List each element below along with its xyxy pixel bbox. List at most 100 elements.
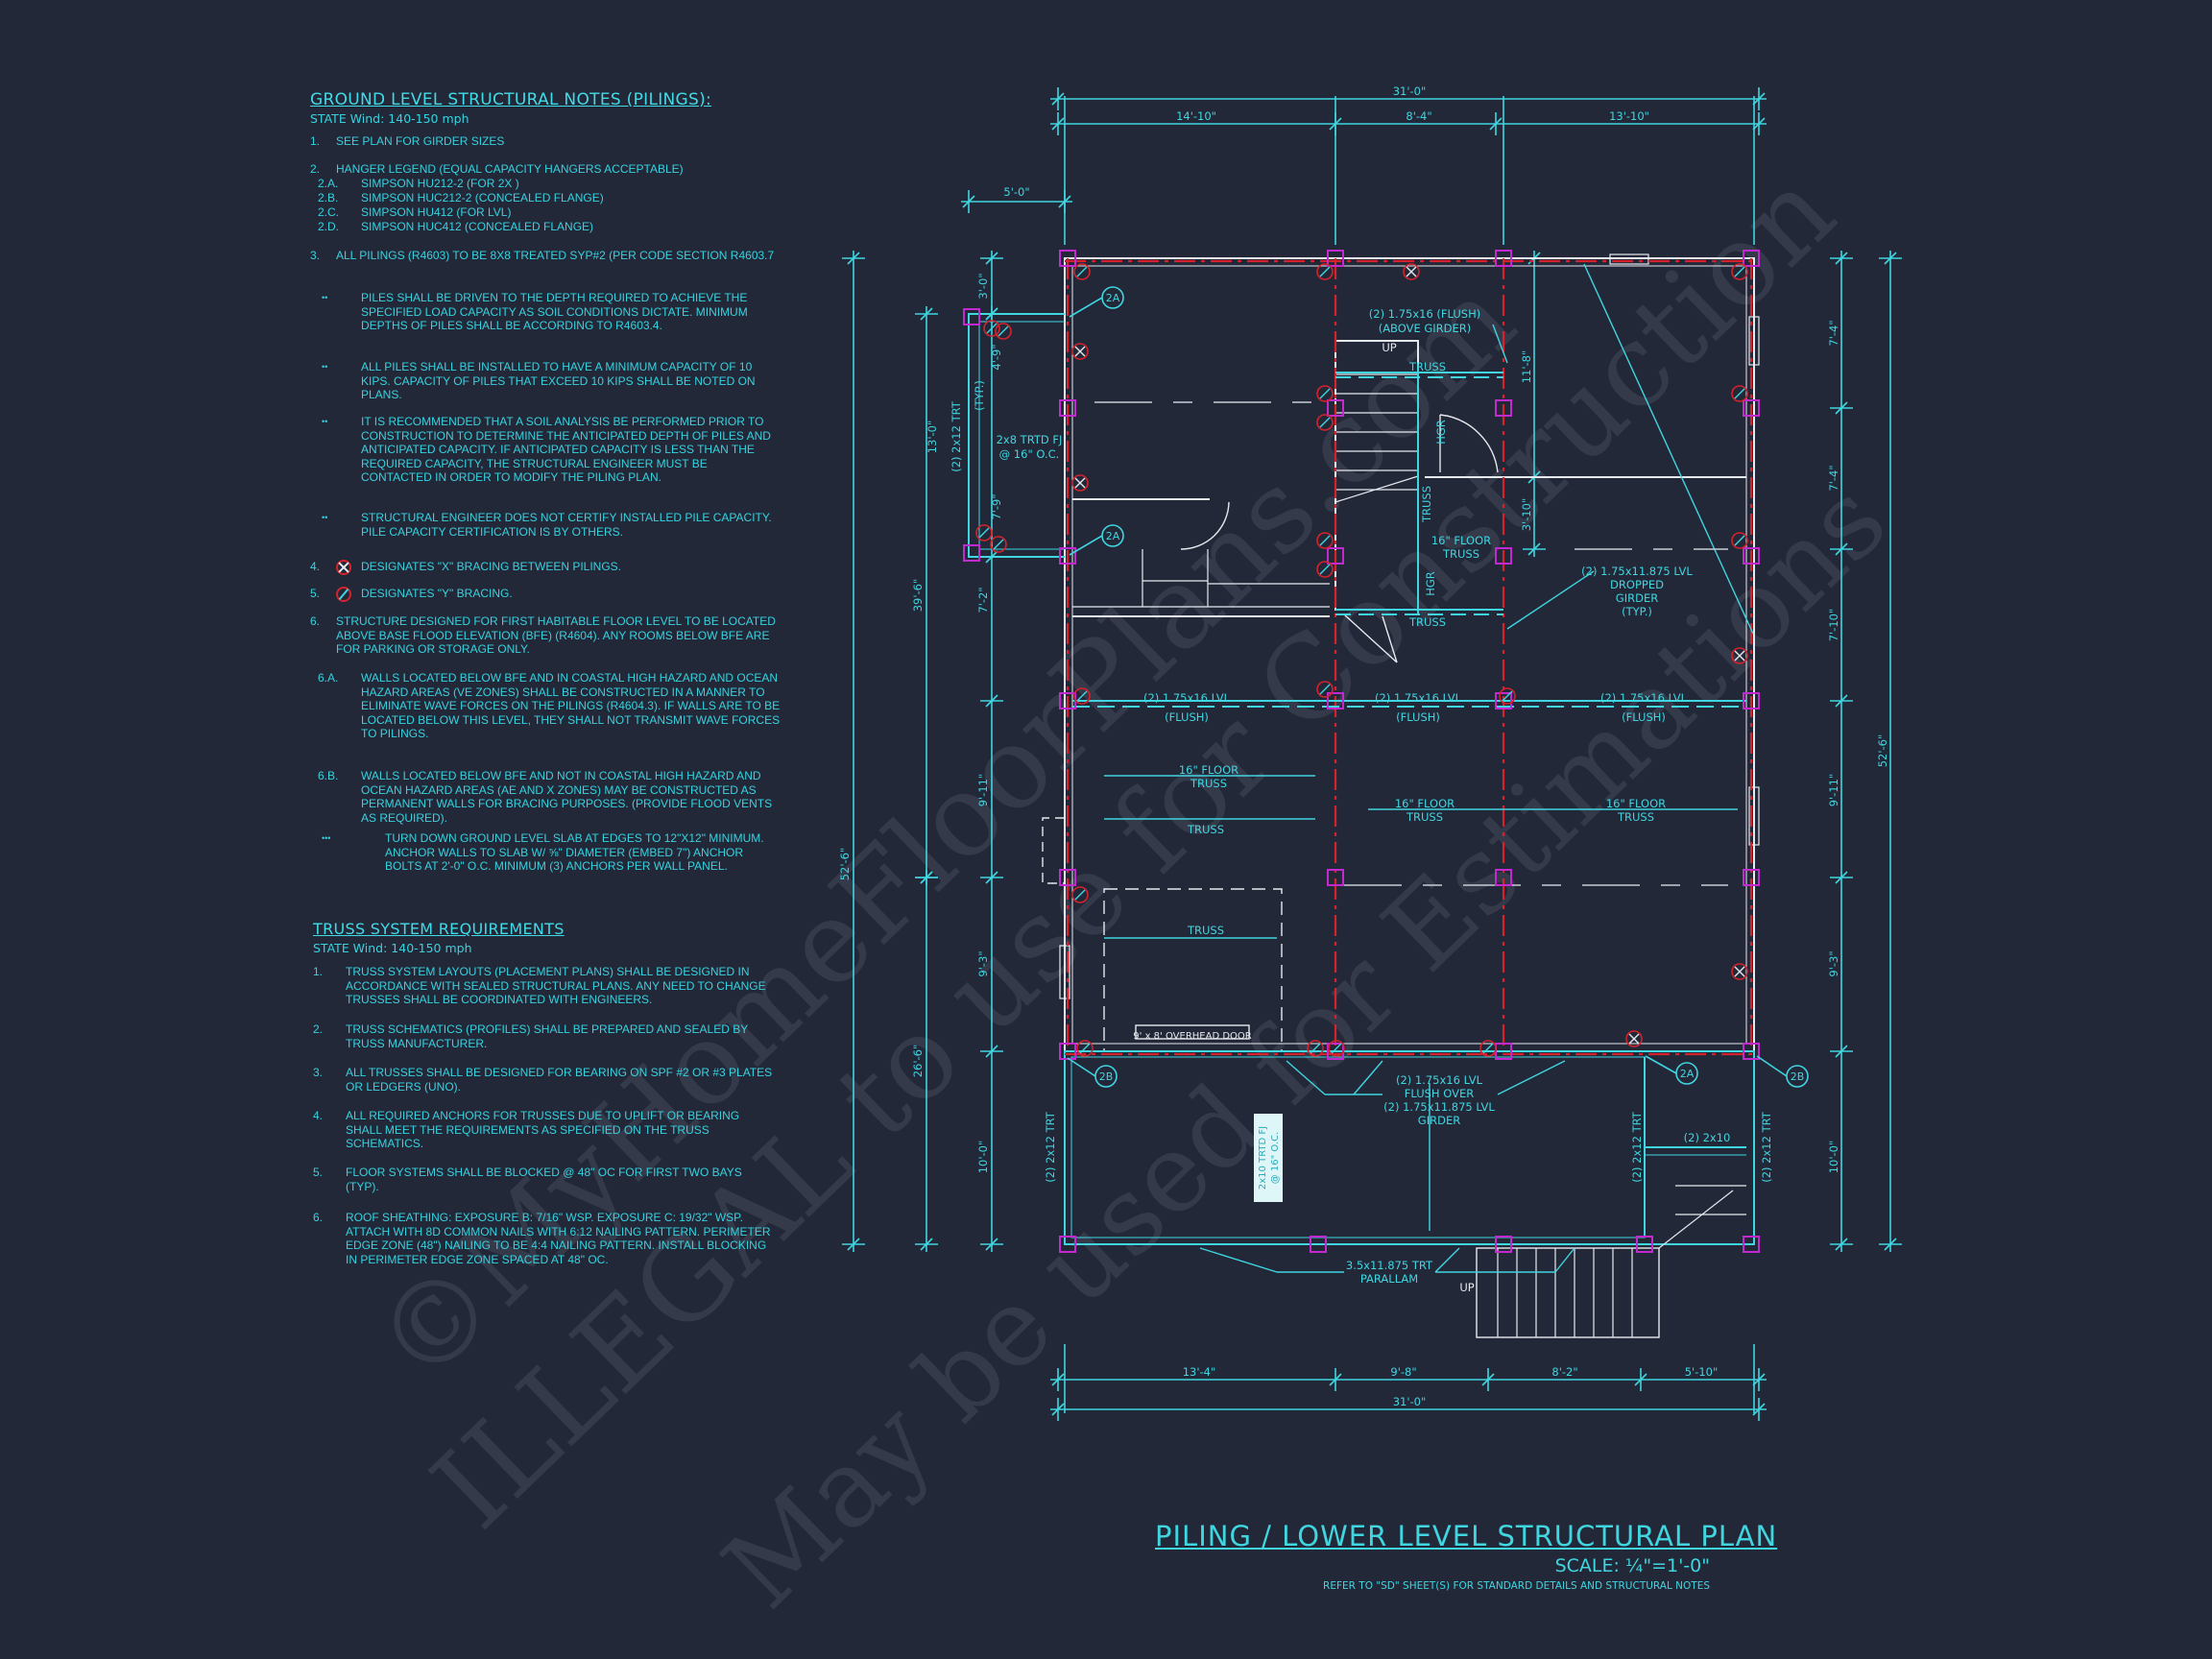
y-bracing-icon	[1479, 1040, 1497, 1057]
y-bracing-icon	[993, 539, 1004, 550]
x-bracing-symbol-icon	[336, 560, 351, 575]
note-text: FLOOR SYSTEMS SHALL BE BLOCKED @ 48" OC …	[346, 1166, 742, 1193]
dim-right-overall: 52'-6"	[1876, 734, 1889, 768]
note-text: SIMPSON HU412 (FOR LVL)	[361, 205, 512, 219]
hanger-tag-2a: 2A	[1680, 1068, 1695, 1080]
piling-icon	[1495, 869, 1512, 886]
note-item: 5.DESIGNATES "Y" BRACING.	[310, 587, 781, 602]
note-item: 2.D.SIMPSON HUC412 (CONCEALED FLANGE)	[310, 220, 781, 234]
piling-icon	[1743, 1043, 1760, 1060]
dim-left-mid: 26'-6"	[911, 1045, 925, 1078]
x-bracing-icon	[1731, 963, 1748, 980]
girder-label: FLUSH OVER	[1405, 1087, 1474, 1100]
dim-right: 9'-3"	[1827, 950, 1840, 976]
parallam-label: 3.5x11.875 TRT	[1346, 1259, 1433, 1272]
y-bracing-symbol-icon	[336, 587, 351, 602]
rim-joist-label: (2) 2x12 TRT	[1760, 1111, 1773, 1183]
note-item: 6.B.WALLS LOCATED BELOW BFE AND NOT IN C…	[310, 769, 781, 825]
y-bracing-icon	[1734, 535, 1745, 546]
x-bracing-icon	[1074, 346, 1086, 357]
y-bracing-icon	[1731, 385, 1748, 402]
truss-label: TRUSS	[1420, 486, 1433, 523]
note-text-x: DESIGNATES "X" BRACING BETWEEN PILINGS.	[361, 560, 622, 574]
piling-icon	[1327, 250, 1344, 267]
piling-icon	[1327, 692, 1344, 709]
dim-inner: 11'-8"	[1520, 350, 1533, 384]
note-number: 2.B.	[318, 191, 339, 204]
dropped-girder-label: (2) 1.75x11.875 LVL	[1581, 565, 1693, 578]
note-text: PILES SHALL BE DRIVEN TO THE DEPTH REQUI…	[361, 291, 748, 333]
dim-bottom-overall: 31'-0"	[1393, 1395, 1427, 1408]
girder-label: GIRDER	[1418, 1114, 1460, 1127]
dim-top: 13'-10"	[1609, 109, 1649, 123]
note-text: STRUCTURE DESIGNED FOR FIRST HABITABLE F…	[336, 614, 776, 657]
y-bracing-icon	[1076, 266, 1088, 277]
note-text: SIMPSON HU212-2 (FOR 2X )	[361, 177, 519, 190]
piling-notes-wind: STATE Wind: 140-150 mph	[310, 111, 469, 126]
lvl-beam-label: (2) 1.75x16 LVL	[1375, 691, 1462, 705]
note-text: TURN DOWN GROUND LEVEL SLAB AT EDGES TO …	[385, 831, 764, 874]
floor-truss-label: TRUSS	[1442, 547, 1479, 561]
note-item: 6.ROOF SHEATHING: EXPOSURE B: 7/16" WSP.…	[313, 1211, 774, 1266]
flush-beam-label: (ABOVE GIRDER)	[1379, 322, 1472, 335]
note-number: 5.	[313, 1166, 324, 1179]
floor-truss-label: 16" FLOOR	[1606, 797, 1666, 810]
dim-right: 10'-0"	[1827, 1141, 1840, 1174]
overhead-door-label: 9' x 8' OVERHEAD DOOR	[1133, 1031, 1251, 1042]
note-item: 3.ALL PILINGS (R4603) TO BE 8X8 TREATED …	[310, 249, 781, 263]
note-text: SEE PLAN FOR GIRDER SIZES	[336, 134, 505, 148]
bullet-icon: ••	[322, 293, 328, 302]
rim-joist-label: (TYP.)	[973, 380, 986, 411]
note-item: 3.ALL TRUSSES SHALL BE DESIGNED FOR BEAR…	[313, 1066, 774, 1094]
note-text: STRUCTURAL ENGINEER DOES NOT CERTIFY INS…	[361, 511, 772, 539]
piling-notes-heading: GROUND LEVEL STRUCTURAL NOTES (PILINGS):	[310, 90, 712, 109]
x-bracing-icon	[1403, 263, 1420, 280]
truss-label: TRUSS	[1187, 924, 1224, 937]
truss-label: TRUSS	[1408, 615, 1446, 629]
dim-bottom: 5'-10"	[1685, 1365, 1719, 1379]
dim-bump-small: 7'-9"	[990, 493, 1003, 519]
hanger-tag-2a: 2A	[1106, 530, 1120, 542]
note-item: •• PILES SHALL BE DRIVEN TO THE DEPTH REQ…	[310, 291, 781, 333]
truss-notes-wind: STATE Wind: 140-150 mph	[313, 941, 472, 955]
note-number: 2.	[313, 1022, 324, 1036]
dim-left-overall: 52'-6"	[838, 848, 852, 881]
dim-left: 7'-2"	[976, 587, 990, 613]
piling-icon	[1495, 1236, 1512, 1253]
dim-left: 10'-0"	[976, 1141, 990, 1174]
y-bracing-icon	[1331, 1043, 1342, 1054]
note-text: ALL REQUIRED ANCHORS FOR TRUSSES DUE TO …	[346, 1109, 740, 1151]
porch-joist-label: @ 16" O.C.	[1270, 1132, 1281, 1185]
note-text: ALL PILINGS (R4603) TO BE 8X8 TREATED SY…	[336, 249, 775, 262]
note-number: 6.B.	[318, 769, 339, 782]
x-bracing-icon	[1071, 474, 1089, 492]
hanger-tag-2b: 2B	[1791, 1070, 1805, 1083]
x-bracing-icon	[1734, 650, 1745, 661]
y-bracing-icon	[995, 323, 1012, 340]
y-bracing-icon	[1499, 687, 1516, 705]
y-bracing-icon	[998, 325, 1009, 337]
note-item: 2.TRUSS SCHEMATICS (PROFILES) SHALL BE P…	[313, 1022, 774, 1050]
y-bracing-icon	[1316, 385, 1334, 402]
dim-bump-small: 4'-9"	[990, 344, 1003, 370]
y-bracing-icon	[1319, 684, 1331, 695]
pilings	[963, 250, 1760, 1253]
piling-icon	[1327, 869, 1344, 886]
note-text: SIMPSON HUC212-2 (CONCEALED FLANGE)	[361, 191, 604, 204]
note-item: 2.HANGER LEGEND (EQUAL CAPACITY HANGERS …	[310, 162, 781, 177]
y-bracing-icon	[1731, 532, 1748, 549]
note-item: 6.STRUCTURE DESIGNED FOR FIRST HABITABLE…	[310, 614, 781, 657]
note-text: HANGER LEGEND (EQUAL CAPACITY HANGERS AC…	[336, 162, 684, 176]
note-item: 1.TRUSS SYSTEM LAYOUTS (PLACEMENT PLANS)…	[313, 965, 774, 1007]
floor-truss-label: TRUSS	[1617, 810, 1654, 824]
plan-reference-note: REFER TO "SD" SHEET(S) FOR STANDARD DETA…	[1323, 1580, 1710, 1592]
rim-joist-label: (2) 2x12 TRT	[1630, 1111, 1644, 1183]
y-bracing-icon	[990, 536, 1007, 553]
note-item: 1.SEE PLAN FOR GIRDER SIZES	[310, 134, 781, 149]
y-bracing-icon	[975, 524, 993, 541]
note-item: 4.ALL REQUIRED ANCHORS FOR TRUSSES DUE T…	[313, 1109, 774, 1151]
floor-joist-label: @ 16" O.C.	[999, 447, 1060, 461]
note-text: ALL TRUSSES SHALL BE DESIGNED FOR BEARIN…	[346, 1066, 773, 1094]
stair-up-label: UP	[1382, 341, 1396, 354]
